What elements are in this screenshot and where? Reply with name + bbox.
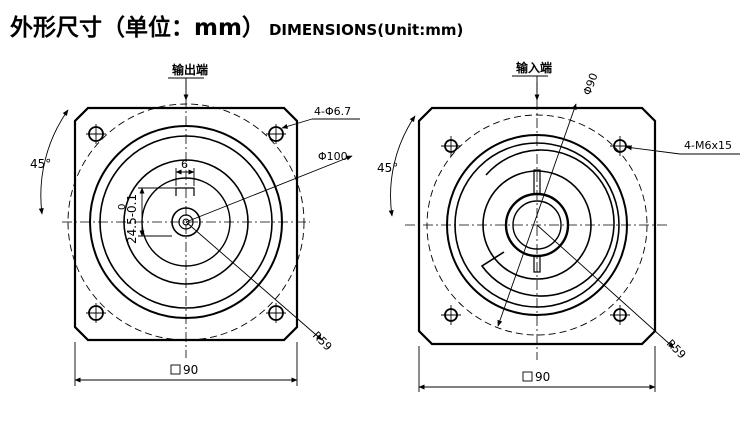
- left-key-width: 6: [181, 158, 188, 171]
- title-english: DIMENSIONS(Unit:mm): [268, 21, 464, 39]
- right-radius: R59: [664, 337, 688, 361]
- left-square-symbol: [170, 364, 181, 375]
- right-flange-outline: [417, 106, 657, 346]
- left-hole-leader: [281, 118, 313, 129]
- right-angle-arc: [388, 115, 416, 217]
- left-end-label: 输出端: [172, 62, 208, 77]
- left-circle-dia: Φ100: [318, 150, 348, 163]
- left-angle-label: 45°: [30, 157, 51, 171]
- title-chinese: 外形尺寸（单位：mm）: [10, 15, 265, 41]
- left-radius-leader: [185, 221, 323, 341]
- page-title: 外形尺寸（单位：mm）DIMENSIONS(Unit:mm): [10, 8, 463, 42]
- right-circle-dia: Φ90: [581, 71, 601, 97]
- right-hole-callout: 4-M6x15: [684, 139, 732, 152]
- left-square-size: 90: [183, 363, 198, 377]
- left-flange-outline: [73, 106, 299, 342]
- right-hole-leader: [625, 145, 681, 155]
- right-square-size: 90: [535, 370, 550, 384]
- right-bolt-holes: [441, 136, 630, 325]
- input-end-view: 输入端 Φ90 45° 4-M6x15 R59 90: [377, 60, 740, 392]
- output-end-view: 输出端 45° 4-Φ6.7 6 Φ100 24.5-0.1 0 R59 90: [30, 62, 360, 386]
- left-shaft-dimension: 24.5-0.1: [125, 194, 139, 244]
- left-tolerance-upper: 0: [117, 204, 128, 210]
- left-keyway: [175, 187, 195, 196]
- left-bolt-holes: [86, 124, 286, 323]
- left-circle-dia-leader: [185, 155, 353, 223]
- left-hole-callout: 4-Φ6.7: [314, 105, 351, 118]
- right-circle-dia-leader: [497, 103, 577, 327]
- right-square-symbol: [522, 371, 533, 382]
- right-end-label: 输入端: [516, 60, 552, 75]
- right-radius-leader: [536, 224, 675, 349]
- left-angle-arc: [38, 109, 69, 215]
- right-angle-label: 45°: [377, 161, 398, 175]
